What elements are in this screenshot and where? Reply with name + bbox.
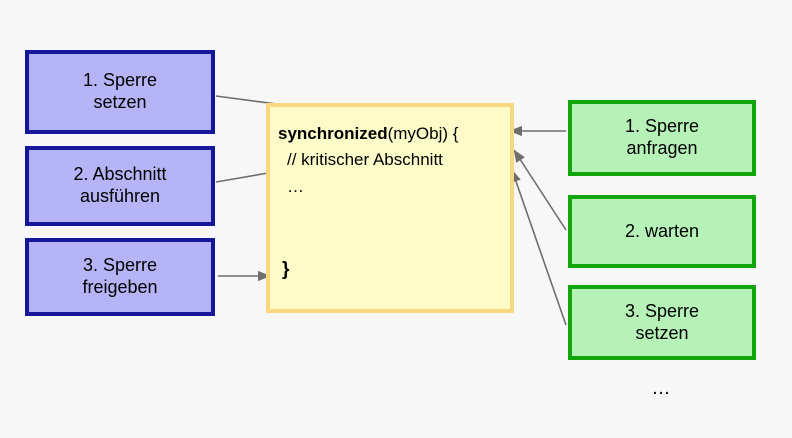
- left-step-2-line-1: 2. Abschnitt: [73, 164, 167, 185]
- right-step-2-line-1: 2. warten: [624, 220, 700, 241]
- left-step-box-3[interactable]: 3. Sperre freigeben: [25, 238, 215, 316]
- left-step-3-line-2: freigeben: [82, 277, 158, 297]
- code-keyword-synchronized: synchronized: [278, 124, 388, 143]
- arrow-right-3-to-code: [511, 169, 567, 326]
- right-step-box-1[interactable]: 1. Sperre anfragen: [568, 100, 756, 176]
- left-step-2-line-2: ausführen: [79, 186, 161, 206]
- code-line-signature: synchronized(myObj) {: [278, 121, 510, 147]
- right-column-trailing-ellipsis: …: [651, 378, 673, 399]
- left-step-1-line-2: setzen: [93, 92, 147, 112]
- left-step-box-2[interactable]: 2. Abschnitt ausführen: [25, 146, 215, 226]
- left-step-1-line-1: 1. Sperre: [82, 70, 158, 91]
- right-step-box-3[interactable]: 3. Sperre setzen: [568, 285, 756, 360]
- left-step-box-1[interactable]: 1. Sperre setzen: [25, 50, 215, 134]
- code-line-ellipsis: …: [287, 176, 304, 196]
- code-closing-brace: }: [282, 259, 290, 280]
- right-step-1-line-2: anfragen: [626, 138, 698, 158]
- right-step-box-2[interactable]: 2. warten: [568, 195, 756, 268]
- code-signature-args: (myObj) {: [387, 124, 459, 143]
- right-step-3-line-1: 3. Sperre: [624, 300, 700, 321]
- left-step-3-line-1: 3. Sperre: [82, 255, 158, 276]
- arrow-right-2-to-code: [513, 149, 567, 231]
- right-step-3-line-2: setzen: [635, 322, 689, 343]
- code-line-comment: // kritischer Abschnitt: [287, 150, 443, 170]
- synchronized-code-block[interactable]: synchronized(myObj) { // kritischer Absc…: [266, 103, 514, 313]
- right-step-1-line-1: 1. Sperre: [624, 116, 700, 137]
